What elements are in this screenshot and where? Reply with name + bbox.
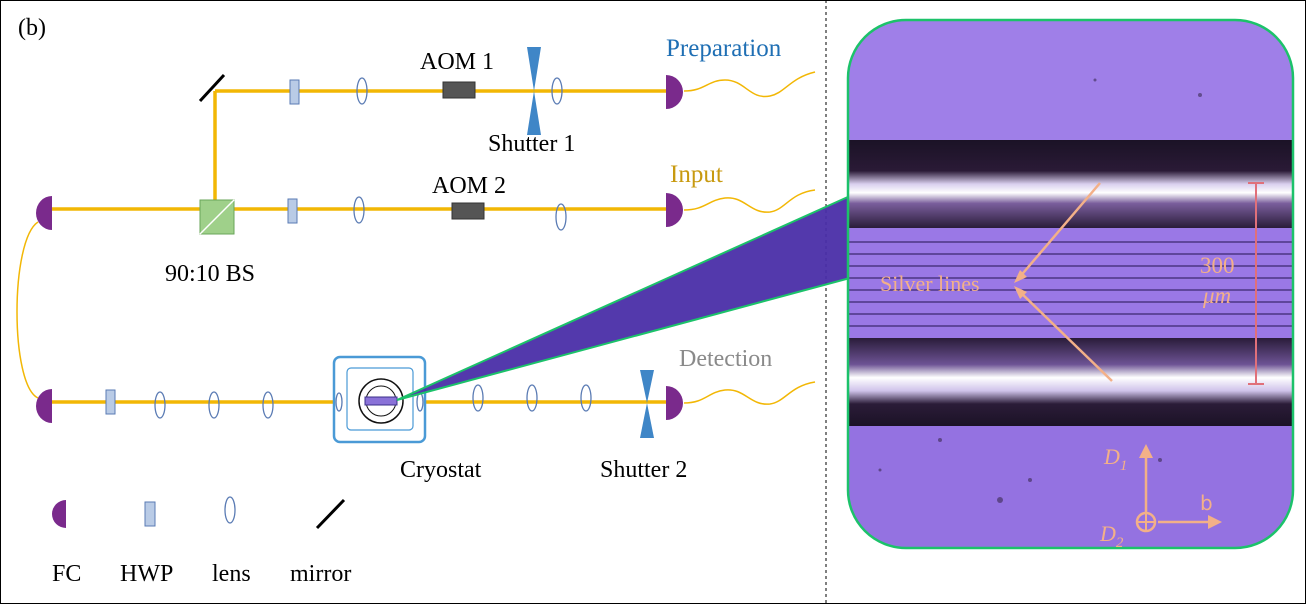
scale-unit: μm: [1202, 283, 1231, 308]
fiber-coupler-icon: [36, 389, 52, 423]
mirror-icon: [198, 73, 226, 103]
lens-icon: [154, 391, 166, 419]
lens-icon: [208, 391, 220, 419]
scale-value: 300: [1200, 253, 1235, 278]
arrowhead-icon: [1014, 286, 1027, 299]
cryostat-label: Cryostat: [400, 457, 482, 483]
scale-bar: [1248, 182, 1264, 385]
legend-hwp-label: HWP: [120, 561, 173, 587]
shutter2-icon: [640, 370, 654, 438]
lens-icon: [353, 196, 365, 224]
legend-mirror-label: mirror: [290, 561, 351, 587]
aom2-icon: [451, 202, 485, 220]
beamsplitter-icon: [199, 199, 235, 235]
lens-icon: [555, 203, 567, 231]
fiber-coupler-icon: [666, 193, 683, 227]
bottom-electrode: [848, 338, 1293, 426]
legend-lens-label: lens: [212, 561, 251, 587]
fiber-coupler-icon: [36, 196, 52, 230]
axis-d2-label: D2: [1099, 521, 1124, 551]
fiber-loop: [16, 221, 39, 399]
silver-lines-arrow-bottom: [1017, 289, 1113, 382]
legend-mirror-icon: [315, 498, 346, 530]
silver-lines-label: Silver lines: [880, 271, 980, 296]
input-label: Input: [670, 161, 723, 188]
panel-label: (b): [18, 15, 46, 41]
legend-fc-label: FC: [52, 561, 81, 587]
input-fiber: [683, 189, 816, 213]
top-electrode: [848, 140, 1293, 228]
dust-specks: [878, 78, 1202, 503]
shutter1-label: Shutter 1: [488, 131, 575, 157]
axis-d1-label: D1: [1103, 444, 1127, 474]
crystal-axes: [1135, 444, 1222, 533]
half-wave-plate-icon: [287, 198, 298, 224]
micrograph-border: [846, 18, 1295, 550]
zoom-edge-bottom: [396, 277, 851, 401]
silver-lines-arrow-top: [1017, 182, 1101, 280]
zoom-edge-top: [396, 195, 851, 401]
lens-icon: [526, 384, 538, 412]
fiber-coupler-icon: [666, 386, 683, 420]
detection-fiber: [683, 381, 816, 405]
lens-icon: [472, 384, 484, 412]
half-wave-plate-icon: [289, 79, 300, 105]
legend-hwp-icon: [144, 501, 156, 527]
lens-icon: [262, 391, 274, 419]
beamsplitter-label: 90:10 BS: [165, 261, 255, 287]
silver-line-set: [848, 241, 1293, 327]
preparation-fiber: [683, 71, 816, 98]
lens-icon: [356, 77, 368, 105]
lens-icon: [551, 77, 563, 105]
lens-icon: [580, 384, 592, 412]
axis-b-label: b: [1200, 491, 1213, 515]
shutter2-label: Shutter 2: [600, 457, 687, 483]
cryostat-icon: [332, 355, 427, 444]
preparation-label: Preparation: [666, 35, 782, 62]
legend-lens-icon: [224, 496, 236, 524]
shutter1-icon: [527, 47, 541, 135]
legend-fc-icon: [52, 500, 66, 528]
micrograph: [848, 20, 1293, 548]
aom1-label: AOM 1: [420, 49, 494, 75]
detection-label: Detection: [679, 346, 772, 372]
aom1-icon: [442, 81, 476, 99]
fiber-coupler-icon: [666, 75, 683, 109]
arrowhead-icon: [1014, 270, 1027, 283]
half-wave-plate-icon: [105, 389, 116, 415]
aom2-label: AOM 2: [432, 173, 506, 199]
